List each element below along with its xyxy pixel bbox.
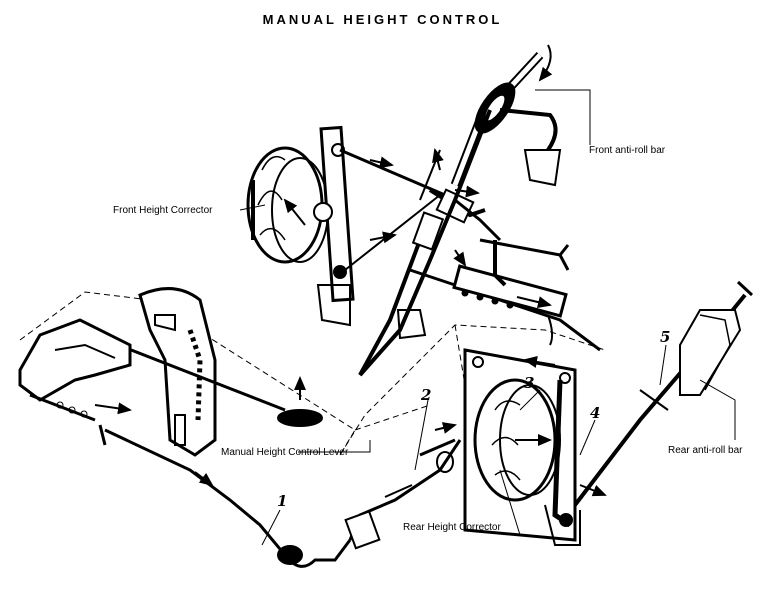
callout-number: 3	[524, 374, 535, 392]
callout-number: 5	[660, 328, 671, 346]
callout-number: 4	[590, 404, 601, 422]
callout-leader-lines	[239, 89, 736, 546]
rear-anti-roll-bar	[573, 280, 754, 507]
rear-height-corrector	[344, 348, 581, 550]
callout-number: 2	[421, 386, 432, 404]
front-anti-roll-bar	[339, 44, 601, 377]
front-height-corrector	[246, 125, 355, 327]
label-manual-height-control-lever: Manual Height Control Lever	[221, 447, 349, 458]
label-front-anti-roll-bar: Front anti-roll bar	[589, 145, 666, 156]
label-front-height-corrector: Front Height Corrector	[113, 205, 213, 216]
callout-number: 1	[277, 492, 288, 510]
manual-height-control-lever	[18, 287, 352, 568]
label-rear-height-corrector: Rear Height Corrector	[403, 522, 501, 533]
diagram-title: MANUAL HEIGHT CONTROL	[262, 12, 503, 27]
label-rear-anti-roll-bar: Rear anti-roll bar	[668, 445, 743, 456]
dashed-linkage-outline	[19, 291, 606, 456]
